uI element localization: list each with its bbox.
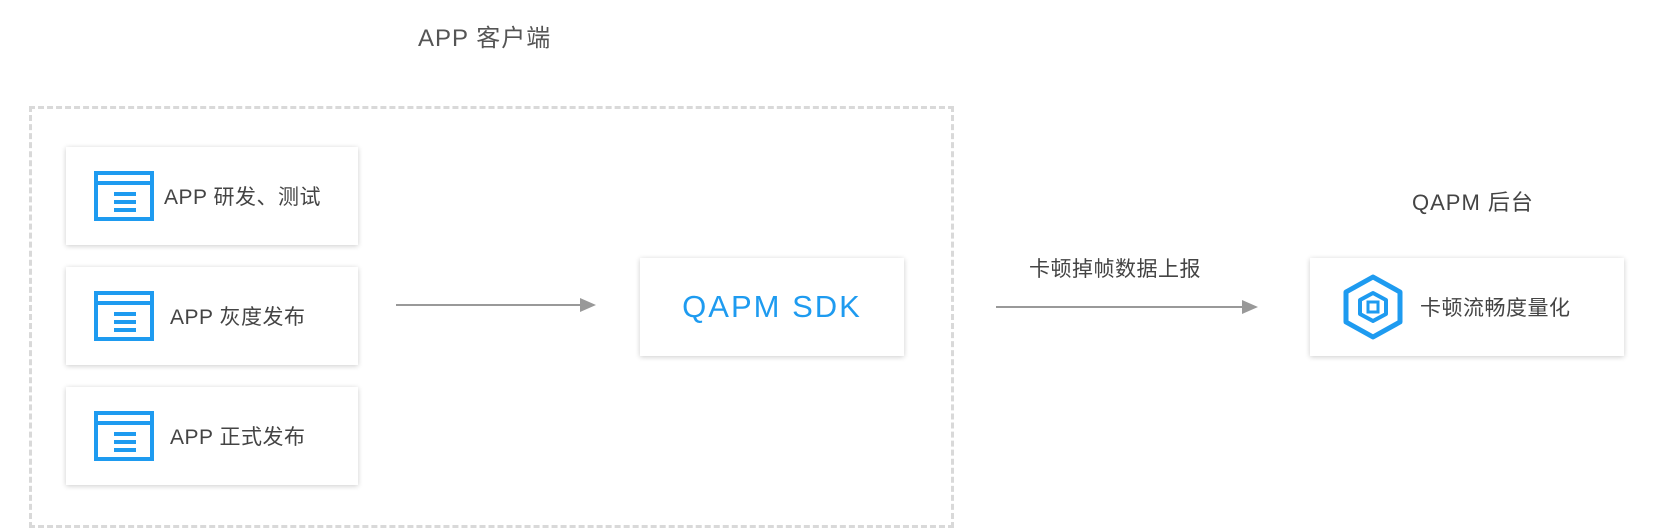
sdk-label: QAPM SDK bbox=[682, 289, 862, 324]
stage-card-gray-release: APP 灰度发布 bbox=[66, 267, 358, 365]
arrow-stages-to-sdk bbox=[396, 298, 596, 312]
stage-label: APP 研发、测试 bbox=[164, 186, 321, 209]
report-edge-label: 卡顿掉帧数据上报 bbox=[1029, 258, 1201, 281]
hexagon-logo-icon bbox=[1343, 274, 1403, 340]
client-frame bbox=[29, 106, 954, 528]
stage-card-official-release: APP 正式发布 bbox=[66, 387, 358, 485]
backend-node: 卡顿流畅度量化 bbox=[1310, 258, 1624, 356]
app-window-icon bbox=[94, 291, 154, 341]
app-window-icon bbox=[94, 411, 154, 461]
app-window-icon bbox=[94, 171, 154, 221]
stage-card-dev-test: APP 研发、测试 bbox=[66, 147, 358, 245]
sdk-node: QAPM SDK bbox=[640, 258, 904, 356]
stage-label: APP 正式发布 bbox=[170, 426, 306, 449]
stage-label: APP 灰度发布 bbox=[170, 306, 306, 329]
client-title: APP 客户端 bbox=[418, 25, 552, 52]
backend-title: QAPM 后台 bbox=[1412, 190, 1534, 215]
arrow-sdk-to-backend bbox=[996, 300, 1258, 314]
backend-node-label: 卡顿流畅度量化 bbox=[1420, 297, 1571, 320]
